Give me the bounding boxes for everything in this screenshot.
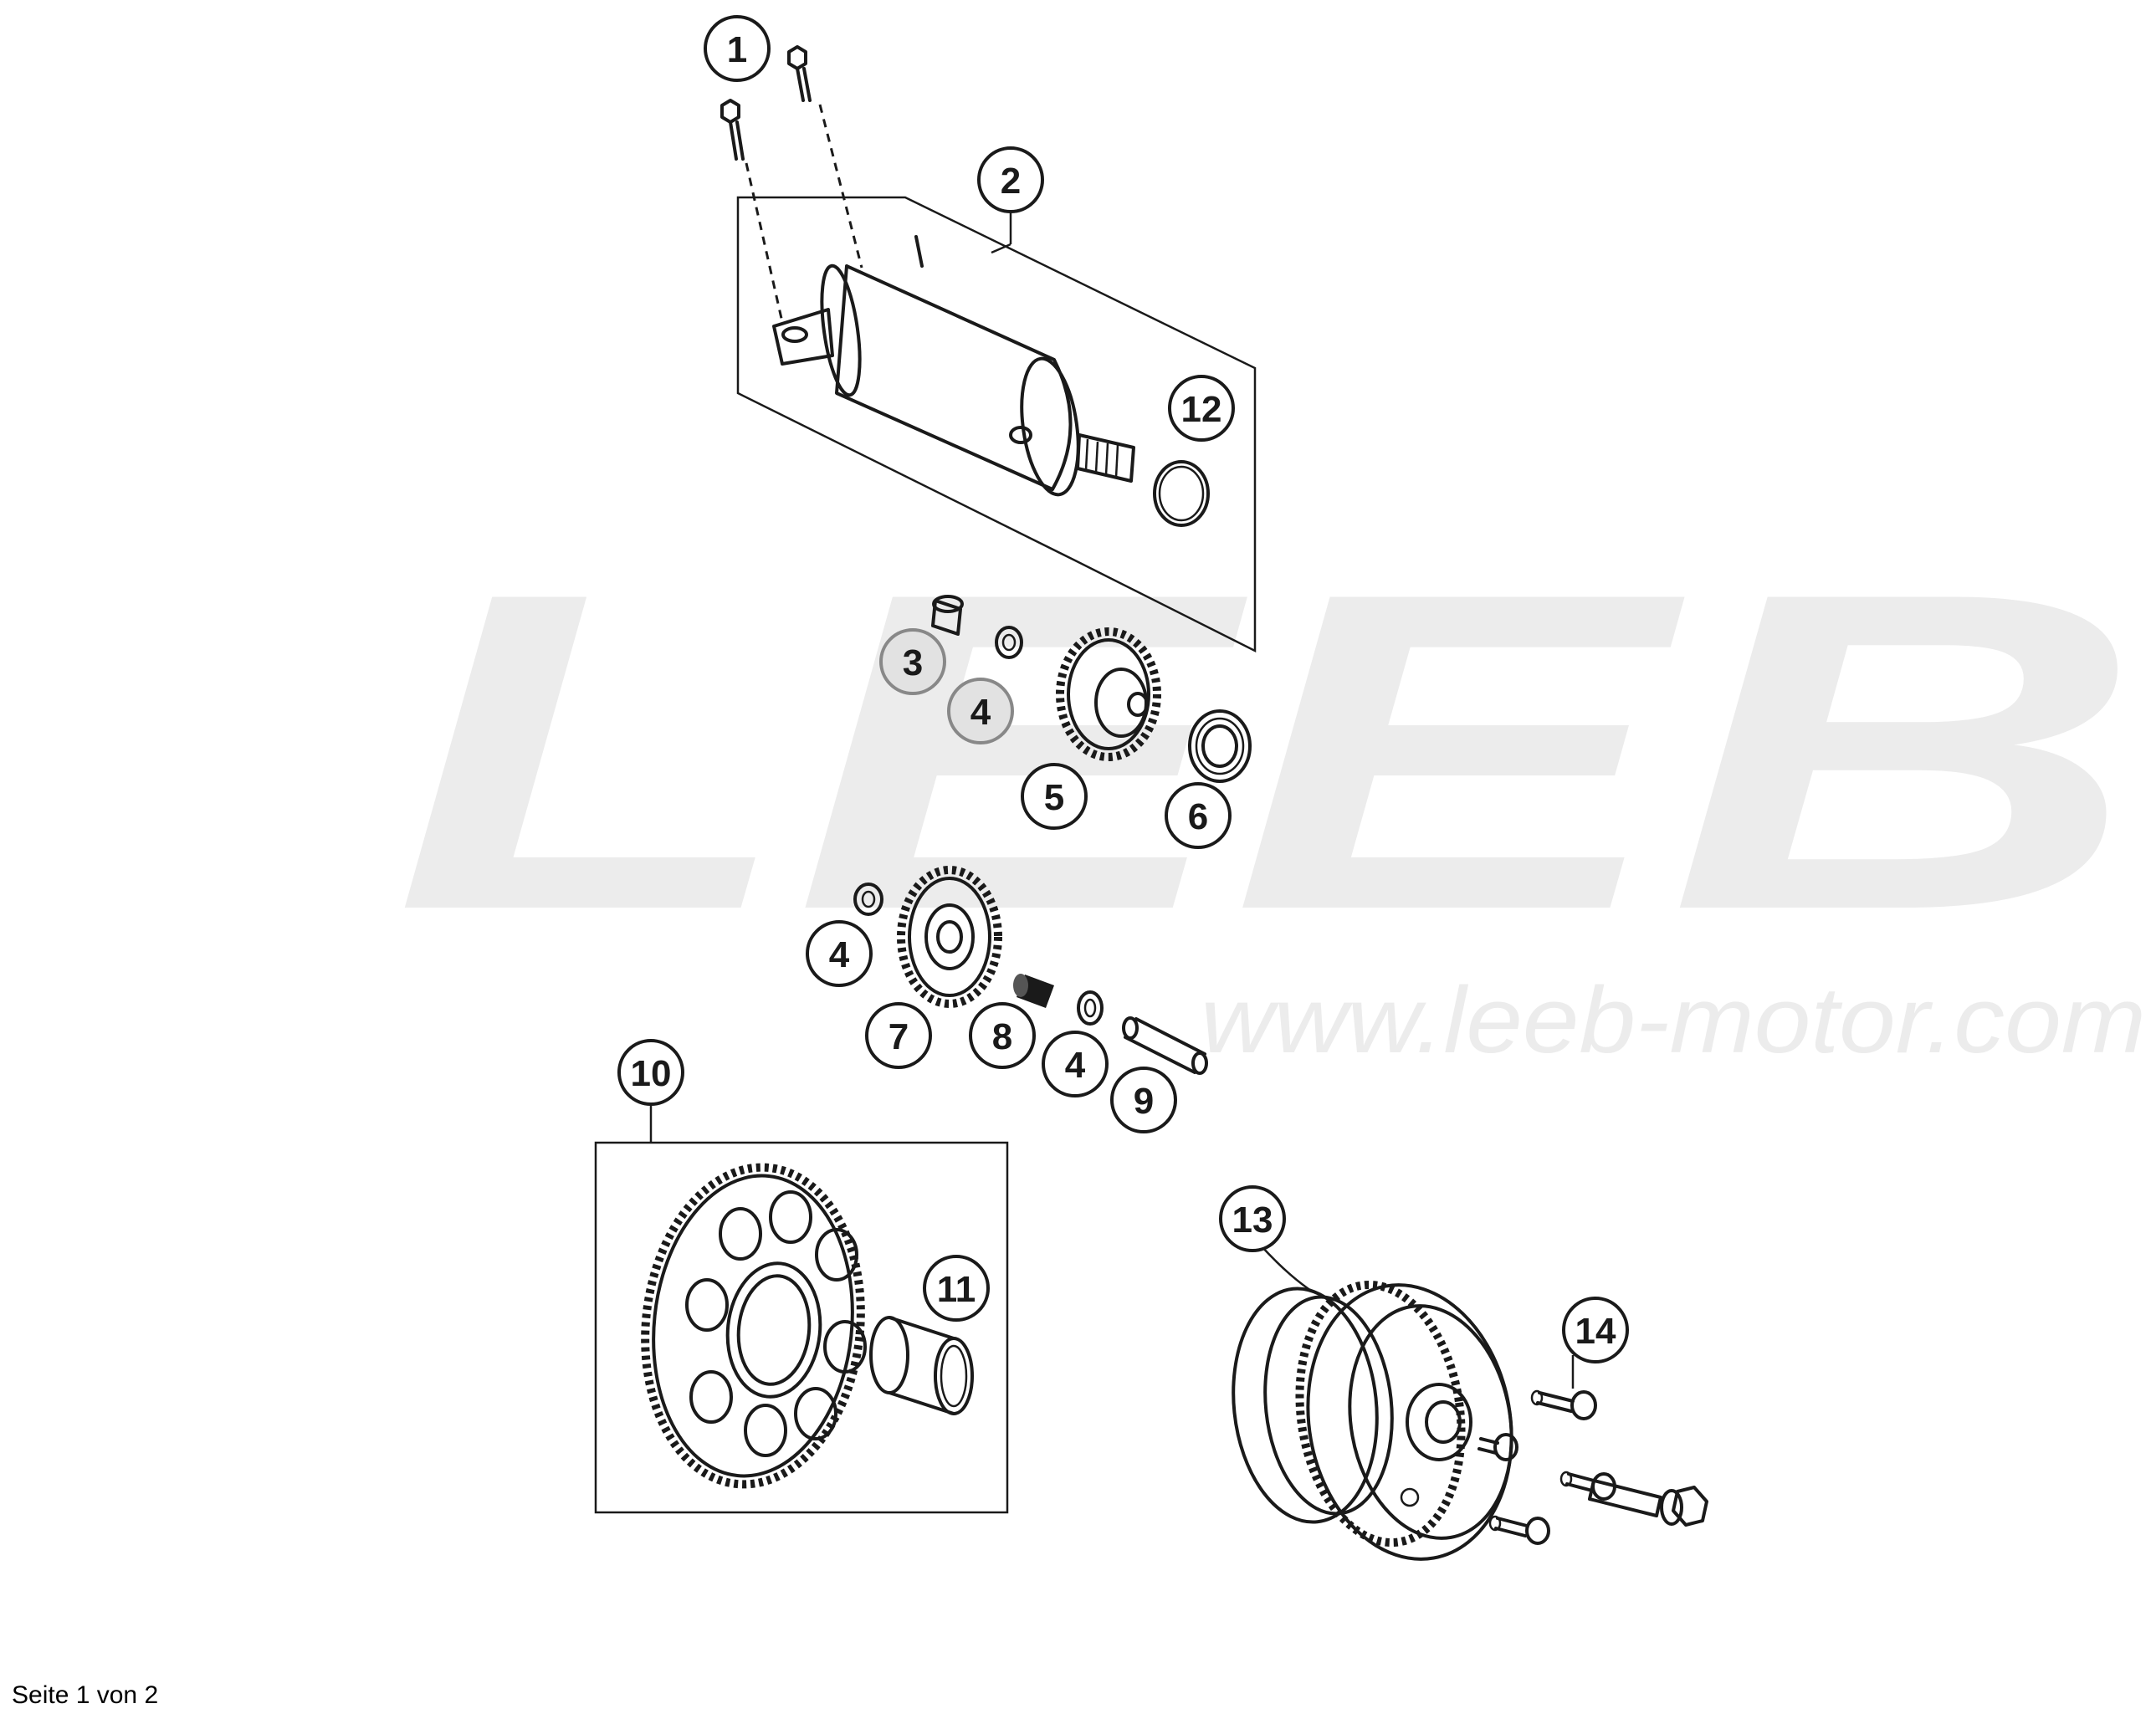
callout-9: 9 [1110, 1067, 1177, 1133]
callout-4b-label: 4 [829, 934, 850, 975]
callout-9-label: 9 [1134, 1081, 1154, 1122]
part-2-starter-motor [736, 196, 1257, 653]
part-6-bearing [1188, 709, 1252, 783]
callout-4c: 4 [1042, 1031, 1109, 1097]
callout-7-label: 7 [889, 1016, 909, 1057]
bolt-14b [1477, 1433, 1518, 1461]
large-gear-group-box [594, 1141, 1009, 1514]
callout-8-label: 8 [992, 1016, 1012, 1057]
bolt-14a [1530, 1389, 1597, 1420]
callout-5: 5 [1021, 763, 1088, 830]
callout-4b: 4 [806, 920, 873, 987]
flange-bolt [1588, 1479, 1708, 1527]
part-4-washer-a [995, 626, 1023, 659]
callout-3-label: 3 [903, 642, 923, 683]
callout-4a-label: 4 [970, 692, 991, 733]
callout-7: 7 [865, 1002, 932, 1069]
bolt-lower [720, 99, 784, 323]
starter-motor-group-box [736, 196, 1257, 653]
callout-14: 14 [1562, 1297, 1629, 1363]
part-3-bushing [931, 595, 964, 636]
part-5-idle-gear [1056, 627, 1161, 761]
part-7-gear [897, 866, 1002, 1008]
callout-6: 6 [1165, 782, 1232, 849]
watermark: LEEB www.leeb-motor.com [393, 499, 2146, 1072]
part-4-washer-c [1077, 990, 1104, 1026]
part-4-washer-b [853, 883, 883, 916]
callout-2-label: 2 [1001, 161, 1021, 202]
bolt-14c [1559, 1471, 1616, 1501]
part-14-bolts [1477, 1389, 1708, 1545]
callout-4a: 4 [947, 678, 1014, 744]
watermark-url: www.leeb-motor.com [1201, 968, 2146, 1072]
part-12-o-ring [1153, 460, 1210, 527]
callout-14-label: 14 [1575, 1311, 1616, 1352]
part-13-starter-clutch [1232, 1280, 1513, 1561]
callout-3: 3 [879, 628, 946, 695]
bolt-14d [1488, 1515, 1550, 1545]
callout-5-label: 5 [1044, 777, 1064, 818]
callout-8: 8 [969, 1002, 1036, 1069]
callout-10: 10 [617, 1039, 684, 1106]
callout-10-label: 10 [631, 1053, 672, 1094]
callout-bubbles: 1 2 3 4 5 6 4 7 [617, 15, 1629, 1363]
callout-13: 13 [1219, 1185, 1286, 1252]
callout-11-label: 11 [937, 1269, 976, 1310]
callout-12: 12 [1168, 375, 1235, 442]
callout-6-label: 6 [1188, 796, 1208, 837]
part-9-shaft [1122, 1016, 1208, 1075]
callout-4c-label: 4 [1065, 1045, 1086, 1086]
callout-1: 1 [704, 15, 771, 82]
watermark-brand: LEEB [393, 499, 2142, 1004]
page-counter: Seite 1 von 2 [12, 1681, 159, 1709]
callout-11: 11 [923, 1255, 990, 1322]
callout-12-label: 12 [1181, 389, 1222, 430]
part-8-bushing [1013, 974, 1054, 1008]
part-11-sleeve [869, 1316, 974, 1415]
callout-13-label: 13 [1232, 1200, 1273, 1241]
callout-1-label: 1 [727, 29, 747, 70]
bolt-upper [787, 45, 863, 269]
part-1-bolts [720, 45, 863, 323]
part-10-large-gear-group [594, 1141, 1009, 1514]
callout-2: 2 [977, 146, 1044, 213]
